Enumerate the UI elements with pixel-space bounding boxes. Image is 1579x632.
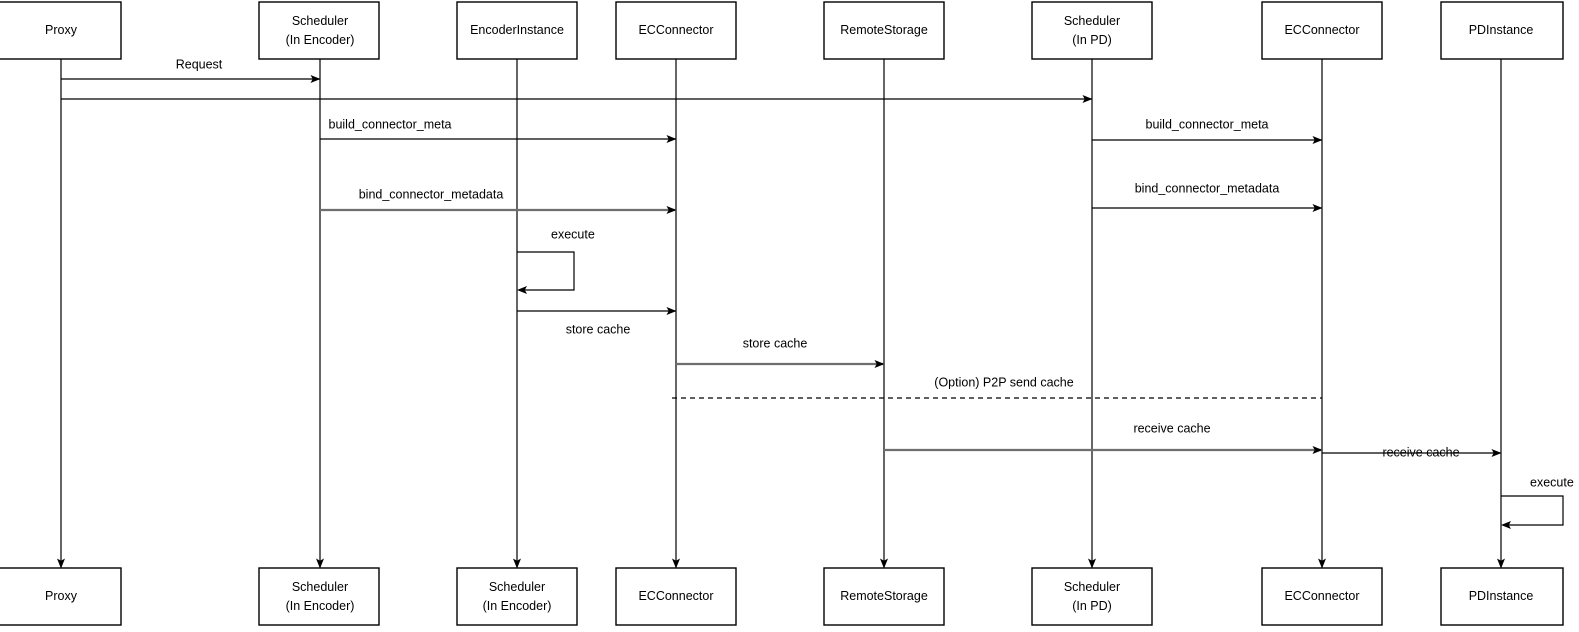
- message-label: receive cache: [1133, 421, 1210, 435]
- message-m9: (Option) P2P send cache: [672, 375, 1322, 399]
- participant-box[interactable]: [823, 567, 945, 626]
- message-m4: build_connector_meta: [1092, 117, 1323, 144]
- message-label: store cache: [566, 322, 631, 336]
- participant-label: Proxy: [45, 589, 78, 603]
- self-messages-layer: execute execute: [517, 227, 1574, 529]
- self-message-s1: execute: [517, 227, 595, 294]
- participant-label-line1: Scheduler: [292, 580, 348, 594]
- participant-bottom-pdinstance[interactable]: PDInstance: [1440, 567, 1564, 626]
- participant-label-line1: Scheduler: [292, 14, 348, 28]
- self-message-arrowhead: [517, 286, 527, 294]
- bottom-participant-boxes: Proxy Scheduler (In Encoder) Scheduler (In E…: [0, 567, 1564, 626]
- message-m6: bind_connector_metadata: [1092, 181, 1323, 212]
- top-participant-boxes: Proxy Scheduler (In Encoder) EncoderInstanc…: [0, 1, 1564, 60]
- self-message-arrowhead: [1501, 521, 1511, 529]
- participant-bottom-scheduler-enc-2[interactable]: Scheduler (In Encoder): [456, 567, 578, 626]
- self-message-loop: [1501, 495, 1564, 526]
- participant-label: ECConnector: [638, 23, 713, 37]
- participant-label-line2: (In Encoder): [286, 599, 355, 613]
- message-label: receive cache: [1382, 445, 1459, 459]
- participant-bottom-scheduler-pd[interactable]: Scheduler (In PD): [1031, 567, 1153, 626]
- participant-box[interactable]: [0, 1, 122, 60]
- participant-label-line2: (In Encoder): [286, 33, 355, 47]
- participant-box[interactable]: [823, 1, 945, 60]
- message-m8: store cache: [676, 336, 885, 368]
- participant-top-ecconnector-enc[interactable]: ECConnector: [615, 1, 737, 60]
- participant-label-line1: Scheduler: [489, 580, 545, 594]
- participant-label-line1: Scheduler: [1064, 580, 1120, 594]
- participant-label-line1: Scheduler: [1064, 14, 1120, 28]
- message-m3: build_connector_meta: [320, 117, 677, 143]
- participant-bottom-ecconnector-enc[interactable]: ECConnector: [615, 567, 737, 626]
- message-m7: store cache: [517, 307, 677, 336]
- message-label: build_connector_meta: [329, 117, 452, 131]
- self-message-s2: execute: [1501, 475, 1574, 529]
- participant-top-scheduler-enc[interactable]: Scheduler (In Encoder): [258, 1, 380, 60]
- message-m1: Request: [61, 57, 321, 83]
- participant-box[interactable]: [456, 567, 578, 626]
- participant-top-encoderinstance[interactable]: EncoderInstance: [456, 1, 578, 60]
- participant-label-line2: (In PD): [1072, 599, 1112, 613]
- self-message-loop: [517, 251, 575, 291]
- participant-box[interactable]: [1440, 1, 1564, 60]
- participant-top-remotestorage[interactable]: RemoteStorage: [823, 1, 945, 60]
- self-message-label: execute: [551, 227, 595, 241]
- participant-label: RemoteStorage: [840, 589, 928, 603]
- participant-top-ecconnector-pd[interactable]: ECConnector: [1261, 1, 1383, 60]
- participant-label-line2: (In PD): [1072, 33, 1112, 47]
- participant-label: ECConnector: [1284, 589, 1359, 603]
- lifelines-layer: [57, 59, 1505, 569]
- message-m5: bind_connector_metadata: [320, 187, 677, 214]
- participant-box[interactable]: [1031, 567, 1153, 626]
- participant-bottom-proxy[interactable]: Proxy: [0, 567, 122, 626]
- participant-box[interactable]: [1261, 567, 1383, 626]
- participant-label: PDInstance: [1469, 589, 1534, 603]
- messages-layer: Request build_connector_meta build_connect…: [61, 57, 1502, 459]
- participant-label: ECConnector: [638, 589, 713, 603]
- participant-box[interactable]: [258, 567, 380, 626]
- participant-box[interactable]: [456, 1, 578, 60]
- participant-box[interactable]: [1031, 1, 1153, 60]
- message-label: build_connector_meta: [1146, 117, 1269, 131]
- message-m11: receive cache: [1322, 445, 1502, 459]
- message-m10: receive cache: [884, 421, 1323, 454]
- participant-top-proxy[interactable]: Proxy: [0, 1, 122, 60]
- participant-box[interactable]: [615, 1, 737, 60]
- participant-bottom-ecconnector-pd[interactable]: ECConnector: [1261, 567, 1383, 626]
- message-label: (Option) P2P send cache: [934, 375, 1073, 389]
- participant-box[interactable]: [0, 567, 122, 626]
- participant-box[interactable]: [1261, 1, 1383, 60]
- message-label: store cache: [743, 336, 808, 350]
- participant-label: Proxy: [45, 23, 78, 37]
- message-label: Request: [176, 57, 223, 71]
- participant-box[interactable]: [615, 567, 737, 626]
- participant-label: RemoteStorage: [840, 23, 928, 37]
- message-label: bind_connector_metadata: [359, 187, 504, 201]
- participant-box[interactable]: [1440, 567, 1564, 626]
- participant-box[interactable]: [258, 1, 380, 60]
- participant-label: ECConnector: [1284, 23, 1359, 37]
- participant-label: PDInstance: [1469, 23, 1534, 37]
- participant-bottom-scheduler-enc[interactable]: Scheduler (In Encoder): [258, 567, 380, 626]
- message-label: bind_connector_metadata: [1135, 181, 1280, 195]
- participant-bottom-remotestorage[interactable]: RemoteStorage: [823, 567, 945, 626]
- participant-label: EncoderInstance: [470, 23, 564, 37]
- self-message-label: execute: [1530, 475, 1574, 489]
- participant-label-line2: (In Encoder): [483, 599, 552, 613]
- participant-top-pdinstance[interactable]: PDInstance: [1440, 1, 1564, 60]
- participant-top-scheduler-pd[interactable]: Scheduler (In PD): [1031, 1, 1153, 60]
